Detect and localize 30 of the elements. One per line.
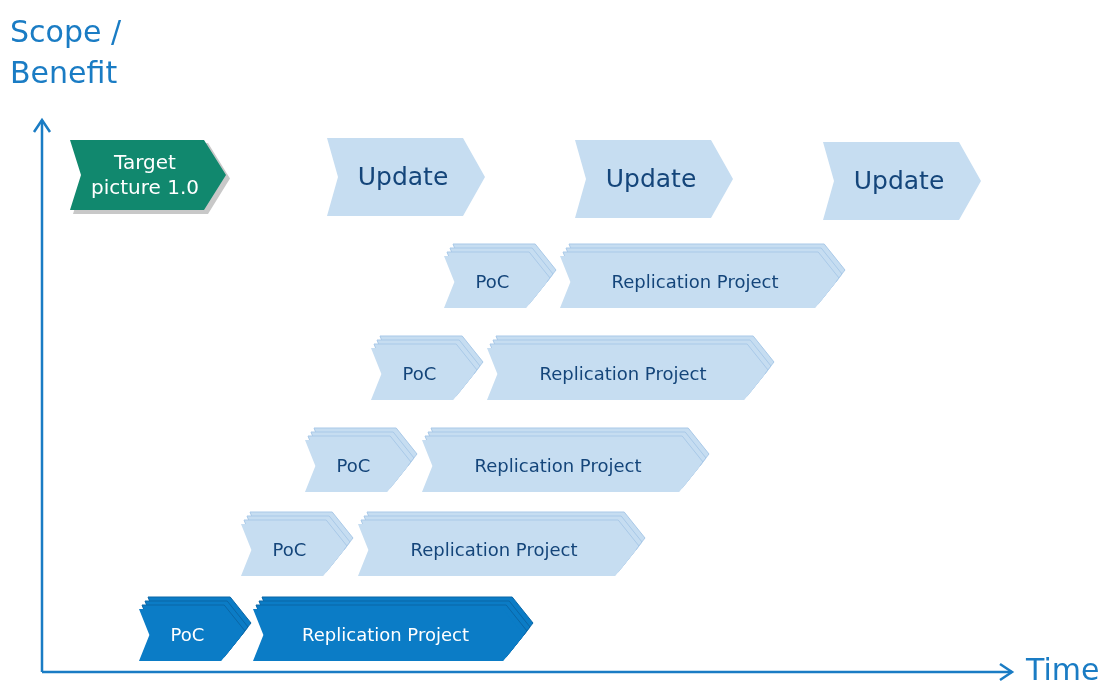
- chevron-label: PoC: [271, 537, 308, 562]
- chevron-label: Update: [852, 165, 946, 198]
- stacked-phase-block: [358, 512, 645, 576]
- stacked-phase-block: [371, 336, 483, 400]
- chevron-label: Update: [604, 163, 698, 196]
- axis-title: Time: [1026, 651, 1101, 684]
- chevron-label: PoC: [335, 453, 372, 478]
- chevron-label: Replication Project: [473, 453, 643, 478]
- chevron-label: Update: [356, 161, 450, 194]
- stacked-phase-block: [305, 428, 417, 492]
- chevron-label: Replication Project: [301, 622, 470, 647]
- chevron-label: Target picture 1.0: [90, 149, 200, 201]
- phase-block: [327, 138, 485, 216]
- stacked-phase-block: [487, 336, 774, 400]
- stacked-phase-block: [444, 244, 556, 308]
- chevron-label: Replication Project: [610, 269, 780, 294]
- axis-title: Scope / Benefit: [10, 13, 123, 92]
- chevron-label: PoC: [474, 269, 511, 294]
- chevron-label: Replication Project: [538, 361, 708, 386]
- stacked-phase-block: [422, 428, 709, 492]
- chevron-label: Replication Project: [409, 537, 579, 562]
- stacked-phase-block: [241, 512, 353, 576]
- phase-block: [575, 140, 733, 218]
- chevron-label: PoC: [401, 361, 438, 386]
- stacked-phase-block: [253, 597, 533, 661]
- stacked-phase-block: [139, 597, 251, 661]
- chevron-label: PoC: [169, 622, 206, 647]
- stacked-phase-block: [560, 244, 845, 308]
- phase-block: [823, 142, 981, 220]
- phase-block: [70, 140, 230, 214]
